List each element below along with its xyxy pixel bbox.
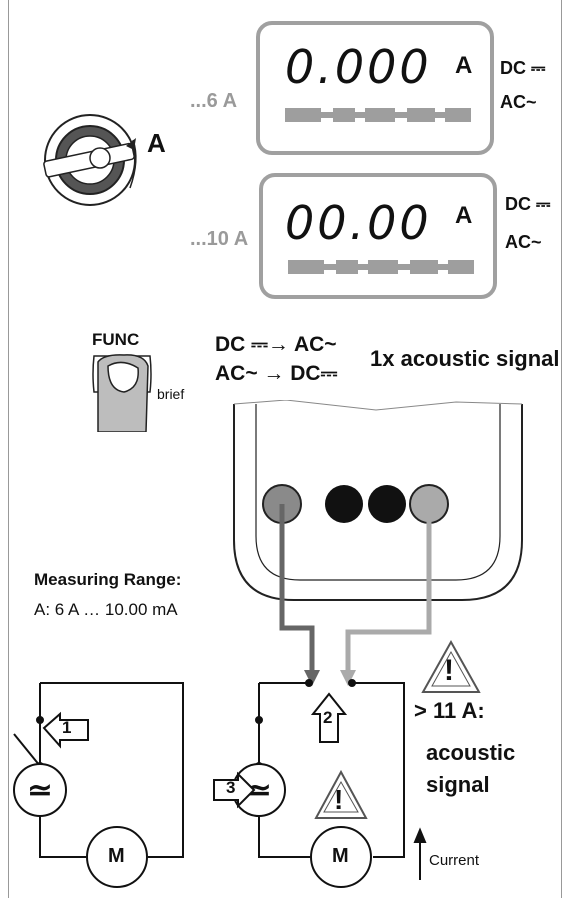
lcd-reading-6a: 0.000	[285, 40, 432, 94]
lcd-display-6a	[256, 21, 494, 155]
func-press-label: brief	[157, 386, 185, 402]
mode-ac-10a: AC~	[505, 232, 542, 252]
range-label-10a: ...10 A	[190, 228, 249, 250]
step-label-3: 3	[226, 778, 236, 797]
motor-label-during: M	[332, 845, 349, 867]
measuring-range-value: A: 6 A … 10.00 mA	[34, 600, 178, 619]
step-label-2: 2	[323, 708, 333, 727]
toggle-line-1: DC ⎓→ AC~	[215, 333, 337, 356]
motor-during	[310, 826, 372, 888]
ac-source-before	[13, 763, 67, 817]
warning-symbol-top: !	[444, 654, 454, 687]
step-label-1: 1	[62, 718, 72, 737]
mode-ac-6a: AC~	[500, 92, 537, 112]
bargraph-6a	[285, 108, 471, 122]
warning-triangle-circuit	[314, 769, 368, 819]
switch-during	[255, 679, 356, 770]
circuit-before	[39, 682, 184, 858]
func-key-finger	[92, 354, 152, 432]
rotary-switch	[43, 114, 137, 206]
warning-triangle-top	[421, 639, 481, 693]
acoustic-signal-label: 1x acoustic signal	[370, 346, 560, 371]
frame-left-line	[8, 0, 9, 898]
lcd-unit-10a: A	[455, 202, 473, 229]
step-arrow-1	[42, 711, 89, 749]
mode-dc-10a: DC ⎓	[505, 194, 551, 214]
motor-label-before: M	[108, 845, 125, 867]
warning-threshold: > 11 A:	[414, 698, 485, 723]
toggle-line-2: AC~ → DC⎓	[215, 362, 338, 385]
lcd-display-10a	[259, 173, 497, 299]
current-label: Current	[429, 852, 480, 869]
svg-text:≃: ≃	[27, 774, 52, 807]
bargraph-10a	[288, 260, 474, 274]
step-arrow-2	[310, 692, 348, 743]
mode-dc-6a: DC ⎓	[500, 58, 546, 78]
func-key-label: FUNC	[92, 330, 140, 349]
motor-before	[86, 826, 148, 888]
switch-before	[13, 716, 44, 770]
frame-right-line	[561, 0, 562, 898]
switch-position-label: A	[147, 128, 166, 158]
step-arrow-3	[213, 771, 256, 809]
warning-line-1: acoustic	[426, 740, 516, 765]
warning-symbol-circuit: !	[334, 784, 344, 815]
lcd-unit-6a: A	[455, 52, 473, 79]
warning-line-2: signal	[426, 772, 490, 797]
lcd-reading-10a: 00.00	[285, 196, 432, 250]
range-label-6a: ...6 A	[190, 90, 238, 112]
current-arrow	[413, 827, 427, 880]
measuring-range-title: Measuring Range:	[34, 570, 182, 589]
